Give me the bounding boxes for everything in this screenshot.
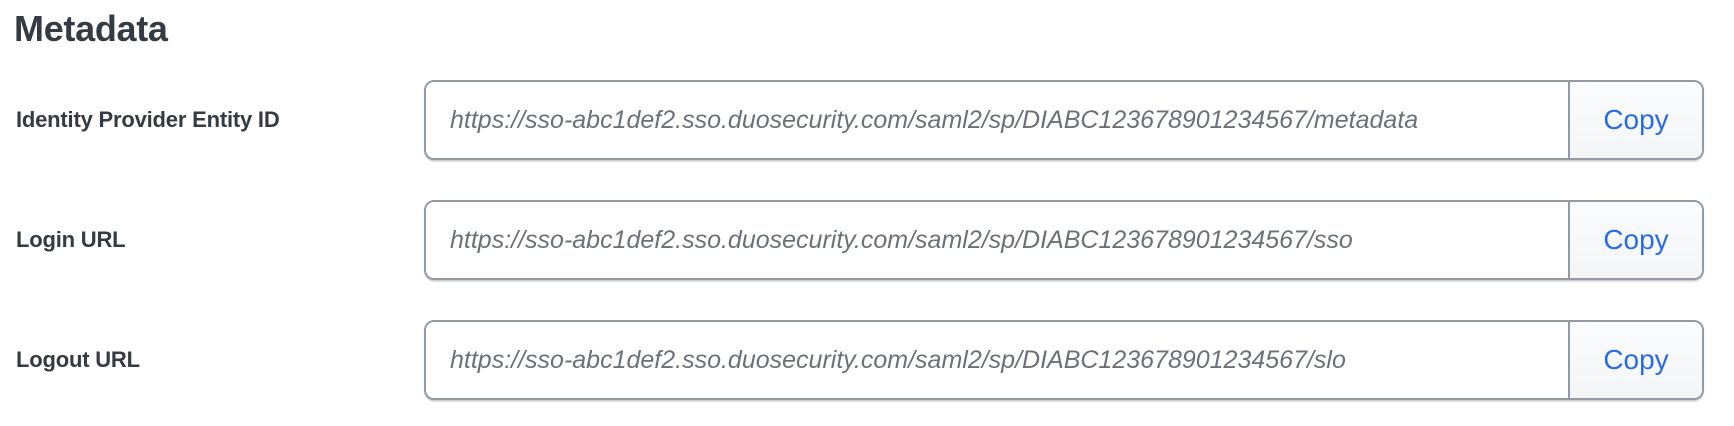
logout-url-input-group: Copy xyxy=(424,320,1704,400)
login-url-label: Login URL xyxy=(16,227,126,252)
login-url-input-group: Copy xyxy=(424,200,1704,280)
logout-url-label: Logout URL xyxy=(16,347,140,372)
logout-url-input[interactable] xyxy=(426,322,1568,398)
metadata-row-entity-id: Identity Provider Entity ID Copy xyxy=(0,80,1734,160)
entity-id-input-group: Copy xyxy=(424,80,1704,160)
login-url-input[interactable] xyxy=(426,202,1568,278)
copy-button-login-url[interactable]: Copy xyxy=(1568,202,1702,278)
entity-id-label: Identity Provider Entity ID xyxy=(16,107,280,132)
copy-button-logout-url[interactable]: Copy xyxy=(1568,322,1702,398)
copy-button-entity-id[interactable]: Copy xyxy=(1568,82,1702,158)
page-title: Metadata xyxy=(14,8,168,49)
entity-id-input[interactable] xyxy=(426,82,1568,158)
metadata-row-logout-url: Logout URL Copy xyxy=(0,320,1734,400)
metadata-row-login-url: Login URL Copy xyxy=(0,200,1734,280)
